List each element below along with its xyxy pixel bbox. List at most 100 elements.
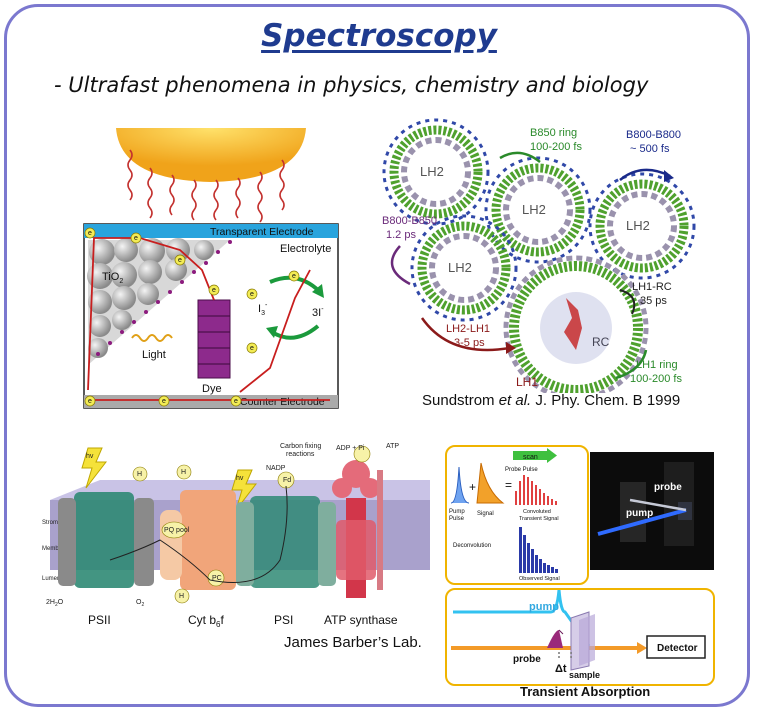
cyt-complex <box>180 490 236 590</box>
setup-photo: probe pump <box>590 452 714 570</box>
transient-absorption-caption: Transient Absorption <box>520 684 651 699</box>
svg-text:ATP: ATP <box>386 443 399 450</box>
dye-dots <box>96 240 232 356</box>
ta-pump-label: pump <box>529 601 559 613</box>
b800-label: B800-B800 <box>626 129 681 141</box>
photosystem-diagram: Stroma Membrane Lumen Carbon fixing reac… <box>40 440 430 640</box>
svg-text:~ 500 fs: ~ 500 fs <box>630 143 670 155</box>
svg-text:Transient Signal: Transient Signal <box>519 516 559 522</box>
lh1-ring-label: LH1 ring <box>636 359 678 371</box>
transparent-electrode <box>84 224 338 238</box>
svg-text:35 ps: 35 ps <box>640 295 667 307</box>
svg-text:PC: PC <box>212 575 222 582</box>
psii-label: PSII <box>88 613 111 627</box>
dye-box <box>197 299 231 379</box>
svg-text:Probe Pulse: Probe Pulse <box>505 467 538 473</box>
svg-text:Signal: Signal <box>477 511 494 517</box>
lh-citation: Sundstrom et al. J. Phy. Chem. B 1999 <box>422 392 681 409</box>
svg-text:e: e <box>212 287 216 294</box>
three-i-label: 3I- <box>312 306 324 319</box>
slide-title: Spectroscopy <box>261 18 497 54</box>
atp-synthase <box>332 460 383 598</box>
detector-box <box>646 635 706 659</box>
svg-text:Lumen: Lumen <box>42 576 60 582</box>
svg-text:hv: hv <box>86 453 94 460</box>
svg-text:e: e <box>88 230 92 237</box>
psi-complex <box>250 496 320 588</box>
pump-beam <box>453 590 591 647</box>
deconvolution-panel: scan Probe Pulse Pump Pulse + Signal = C… <box>445 445 589 585</box>
lh1-label: LH1 <box>516 375 538 389</box>
cyt-label: Cyt b6f <box>188 613 224 629</box>
svg-text:H: H <box>179 593 184 600</box>
svg-text:e: e <box>88 398 92 405</box>
lh1-rc-label: LH1-RC <box>632 281 672 293</box>
svg-text:Membrane: Membrane <box>42 546 71 552</box>
svg-text:Pump: Pump <box>449 509 465 515</box>
svg-text:e: e <box>250 345 254 352</box>
electron-markers <box>84 227 300 407</box>
svg-text:hv: hv <box>236 475 244 482</box>
svg-text:e: e <box>292 273 296 280</box>
svg-text:e: e <box>178 257 182 264</box>
svg-text:NADP: NADP <box>266 465 286 472</box>
sun-icon <box>116 128 306 182</box>
svg-text:+: + <box>469 480 476 494</box>
transient-absorption-panel: Detector pump probe Δt sample <box>445 588 715 686</box>
svg-text:e: e <box>134 235 138 242</box>
electrolyte-label: Electrolyte <box>280 243 331 255</box>
delta-t-label: Δt <box>555 663 567 675</box>
atp-synthase-label: ATP synthase <box>324 613 398 627</box>
b850-label: B850 ring <box>530 127 577 139</box>
svg-text:e: e <box>234 398 238 405</box>
svg-text:scan: scan <box>523 454 538 461</box>
transparent-electrode-label: Transparent Electrode <box>210 226 314 238</box>
svg-text:PQ pool: PQ pool <box>164 527 190 534</box>
counter-electrode-label: Counter Electrode <box>240 396 325 408</box>
svg-text:e: e <box>162 398 166 405</box>
svg-text:ADP + Pi: ADP + Pi <box>336 445 365 452</box>
svg-text:Stroma: Stroma <box>42 520 62 526</box>
lightning-icon <box>231 469 258 511</box>
lab-credit: James Barber’s Lab. <box>284 634 422 651</box>
tio2-label: TiO2 <box>102 271 123 285</box>
svg-text:100-200 fs: 100-200 fs <box>630 373 682 385</box>
photo-probe-label: probe <box>654 482 682 493</box>
photo-pump-label: pump <box>626 508 653 519</box>
sample-label: sample <box>569 670 600 680</box>
light-label: Light <box>142 349 166 361</box>
svg-text:LH2: LH2 <box>448 260 472 275</box>
svg-text:3-5 ps: 3-5 ps <box>454 337 485 349</box>
svg-text:LH2: LH2 <box>420 164 444 179</box>
psii-complex <box>74 492 134 588</box>
b800-b850-label: B800-B850 <box>382 215 437 227</box>
lh2-ring-4: LH2 <box>410 214 518 322</box>
svg-text:LH2: LH2 <box>522 202 546 217</box>
svg-text:Pulse: Pulse <box>449 516 465 522</box>
dye-label: Dye <box>202 383 222 395</box>
svg-text:Deconvolution: Deconvolution <box>453 543 491 549</box>
light-wave-icon <box>131 334 173 342</box>
lh2-ring-3: LH2 <box>588 172 696 280</box>
svg-text:Observed Signal: Observed Signal <box>519 576 560 582</box>
svg-text:100-200 fs: 100-200 fs <box>530 141 582 153</box>
svg-text:H: H <box>137 471 142 478</box>
svg-text:H: H <box>181 469 186 476</box>
sun-rays <box>127 149 285 223</box>
counter-electrode <box>84 395 338 408</box>
svg-text:=: = <box>505 478 512 492</box>
ta-probe-label: probe <box>513 654 541 665</box>
signal-curve <box>476 462 505 504</box>
svg-text:Fd: Fd <box>283 477 291 484</box>
svg-text:RC: RC <box>592 335 610 349</box>
svg-text:Convoluted: Convoluted <box>523 509 551 515</box>
i3-label: I3- <box>258 302 268 317</box>
lh2-lh1-label: LH2-LH1 <box>446 323 490 335</box>
slide-subtitle: - Ultrafast phenomena in physics, chemis… <box>54 73 649 97</box>
svg-text:O2: O2 <box>136 599 144 608</box>
lightning-icon <box>81 447 108 489</box>
slide-frame <box>4 4 750 707</box>
svg-text:Detector: Detector <box>657 643 698 654</box>
svg-text:Carbon fixing: Carbon fixing <box>280 443 321 450</box>
dssc-diagram: Transparent Electrode Counter Electrode … <box>80 120 342 412</box>
